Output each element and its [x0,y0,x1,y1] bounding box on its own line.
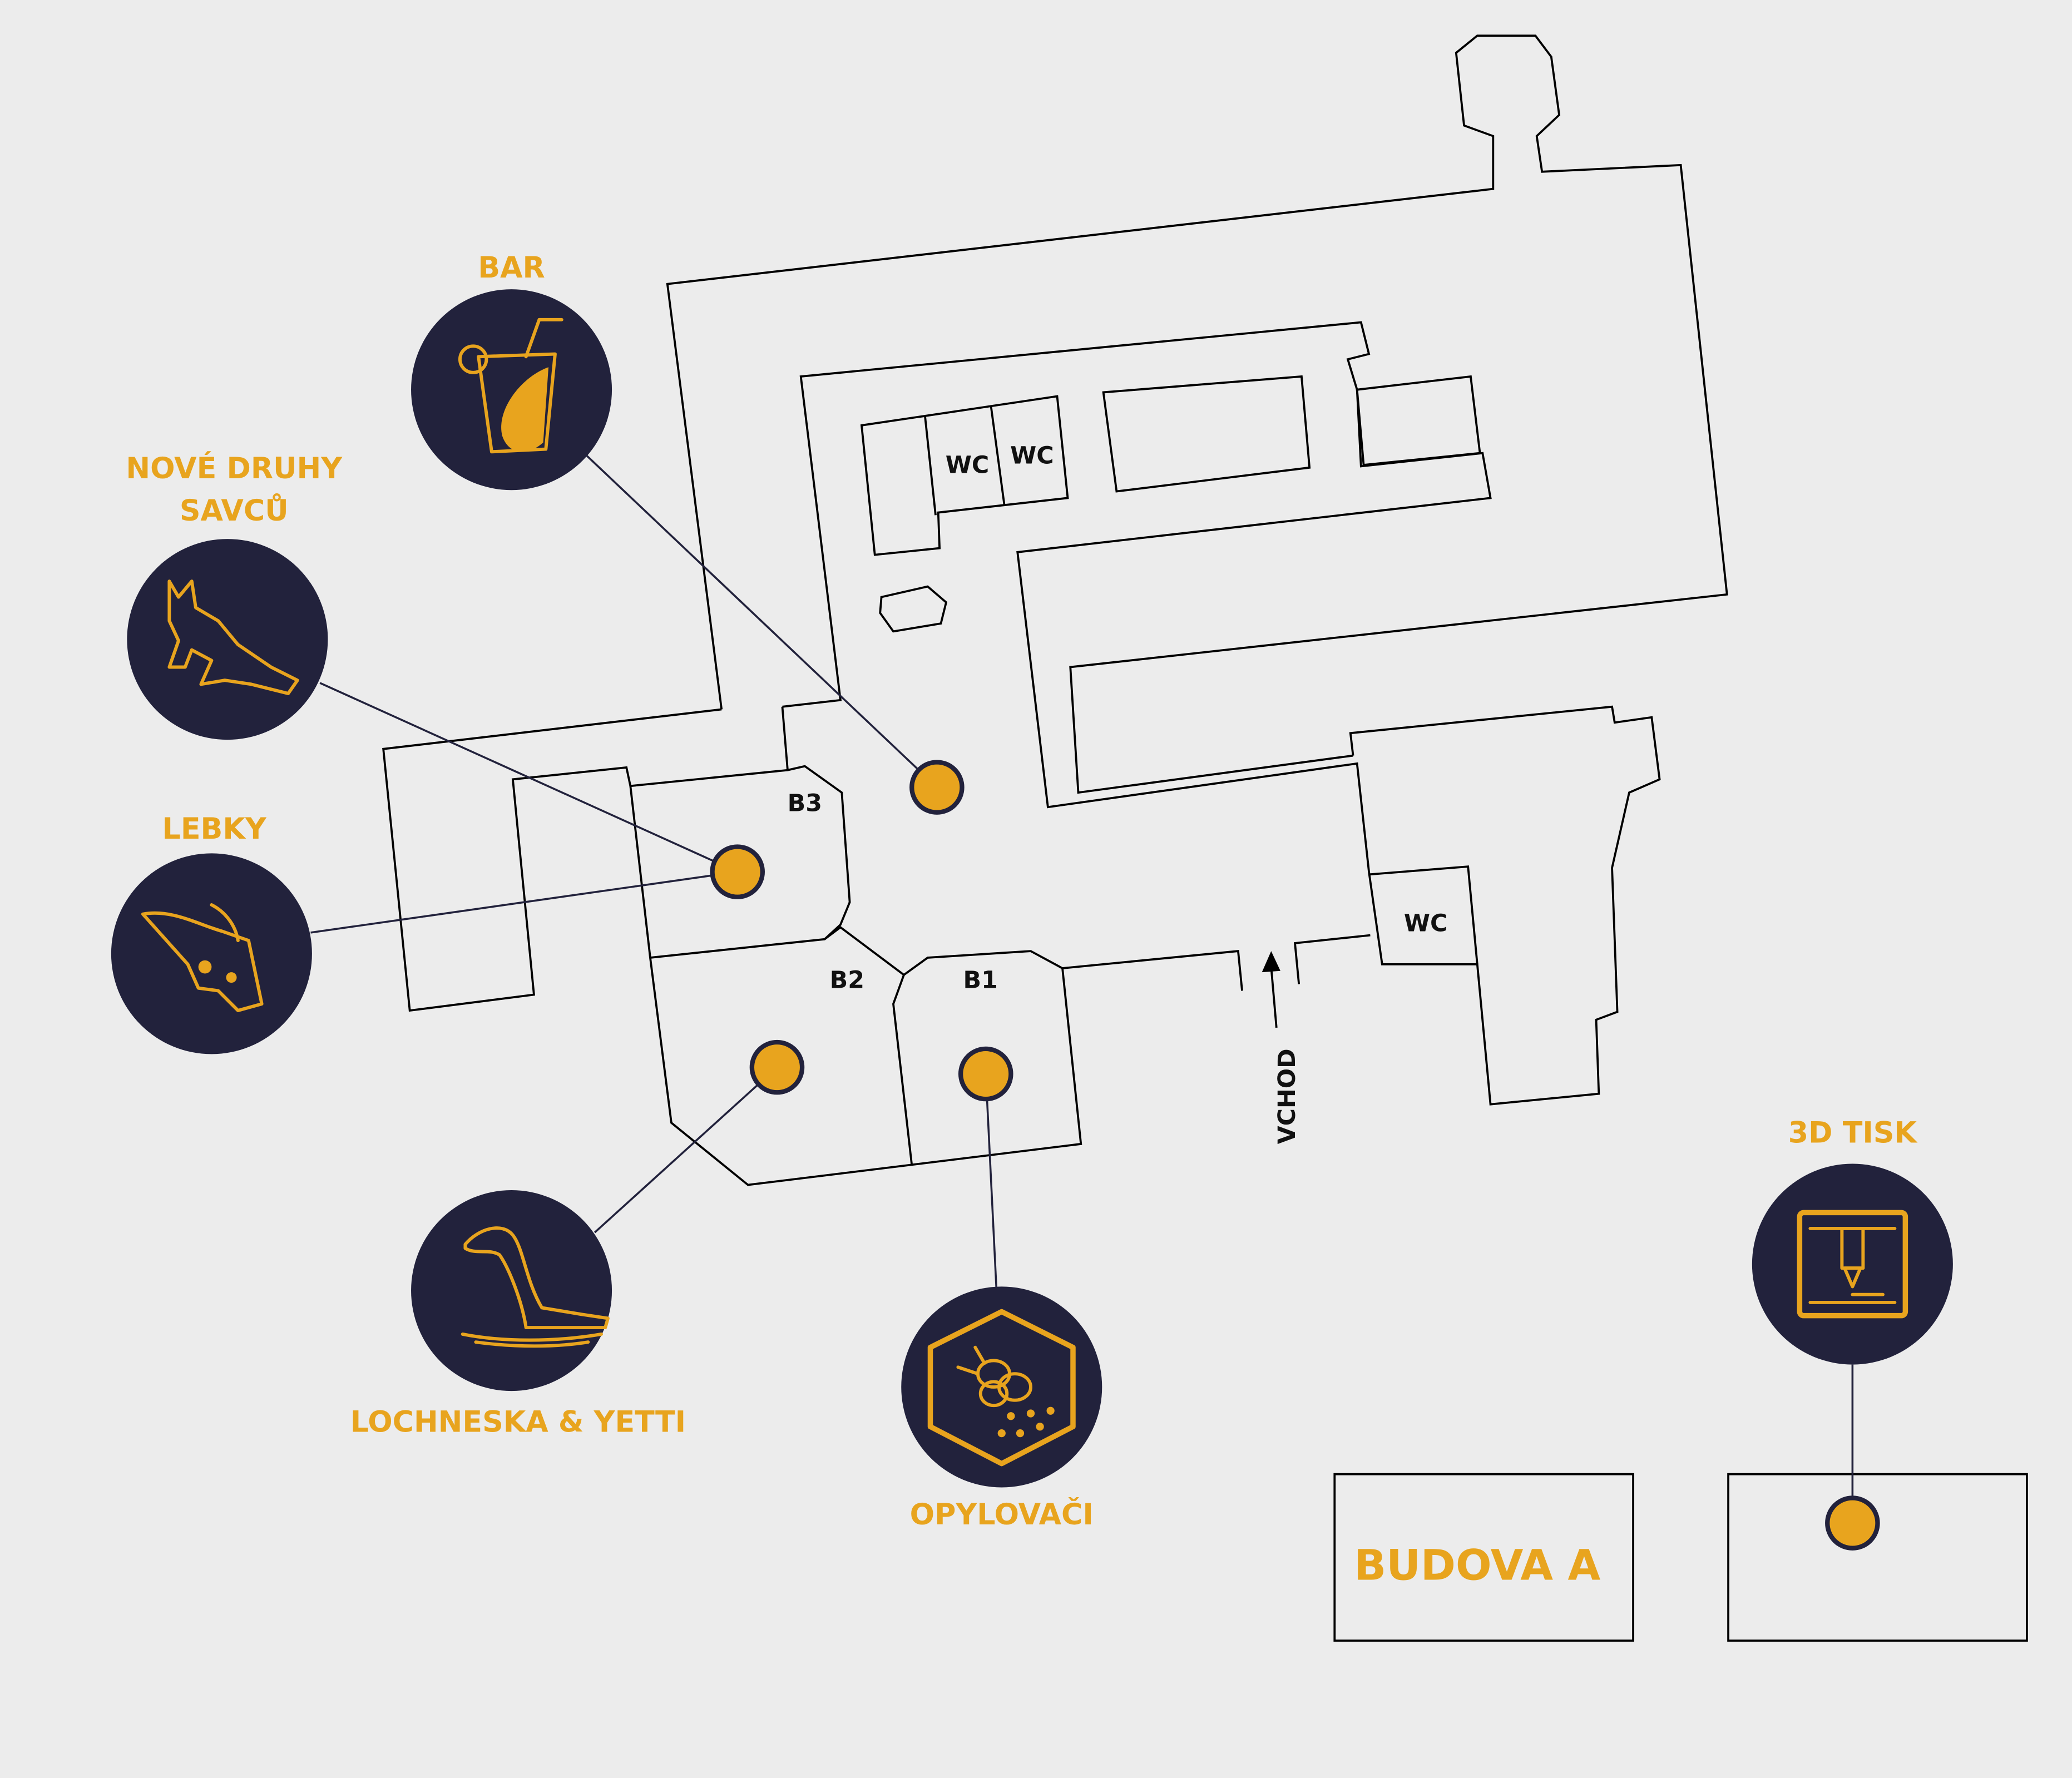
marker-savci-lebky[interactable] [710,844,765,899]
skull-icon [141,903,264,1012]
room-b1: B1 [963,967,998,994]
fox-icon [167,580,299,695]
loch-ness-icon [461,1226,610,1348]
marker-bar[interactable] [909,760,965,815]
room-wc-2: WC [1010,442,1054,470]
poi-nove-druhy-savcu[interactable]: NOVÉ DRUHY SAVCŮ [126,452,343,740]
entrance-label: VCHOD [1273,1048,1301,1144]
poi-label: LEBKY [162,813,267,846]
room-labels: B3 B2 B1 WC WC WC VCHOD BUDOVA A [788,442,1601,1590]
poi-label: OPYLOVAČI [910,1497,1094,1532]
location-markers [710,760,1880,1551]
poi-label-line2: SAVCŮ [180,494,289,528]
bee-icon [927,1309,1076,1467]
entrance-arrow-icon [1262,951,1280,1028]
poi-label: BAR [478,251,545,285]
building-walls [382,34,2028,1642]
building-3d [1727,1473,2028,1642]
poi-lochneska-yetti[interactable]: LOCHNESKA & YETTI [350,1190,686,1439]
poi-label-line1: NOVÉ DRUHY [126,452,343,486]
room-wc-1: WC [946,451,990,479]
poi-label: LOCHNESKA & YETTI [350,1406,686,1439]
drink-icon [458,318,563,454]
room-wc-3: WC [1404,910,1448,938]
poi-3d-tisk[interactable]: 3D TISK [1752,1117,1953,1365]
marker-lochneska[interactable] [749,1039,805,1095]
room-b2: B2 [830,967,864,994]
marker-opylovaci[interactable] [958,1046,1013,1102]
marker-3d-tisk[interactable] [1825,1495,1880,1551]
poi-label: 3D TISK [1788,1117,1918,1150]
building-a-label: BUDOVA A [1354,1541,1600,1590]
poi-opylovaci[interactable]: OPYLOVAČI [901,1286,1102,1532]
poi-lebky[interactable]: LEBKY [111,813,312,1054]
poi-bar[interactable]: BAR [411,251,612,491]
building-a [1333,1473,1634,1642]
3d-printer-icon [1797,1210,1908,1319]
room-b3: B3 [788,789,822,817]
